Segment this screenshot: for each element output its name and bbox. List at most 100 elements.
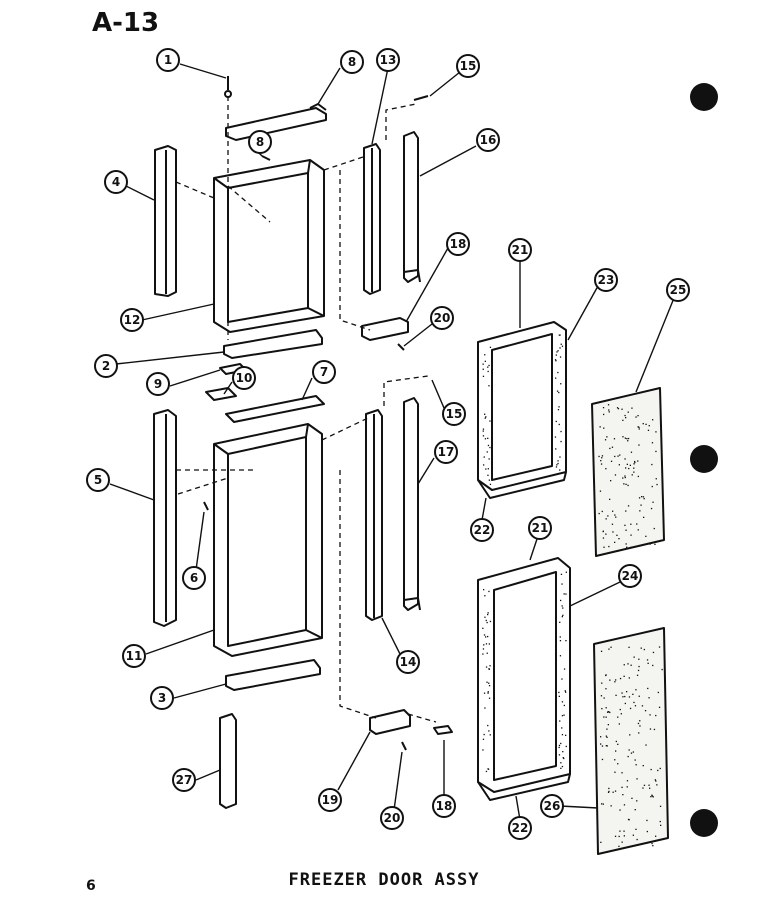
callout-c14: 14 <box>396 650 420 674</box>
callout-c20a: 20 <box>430 306 454 330</box>
callout-number: 19 <box>322 793 339 807</box>
diagram-caption: FREEZER DOOR ASSY <box>288 870 480 890</box>
callout-number: 6 <box>190 571 198 585</box>
callout-c1: 1 <box>156 48 180 72</box>
callout-number: 10 <box>236 371 253 385</box>
part-20-screw <box>397 343 405 351</box>
callout-number: 27 <box>176 773 193 787</box>
callout-number: 1 <box>164 53 172 67</box>
part-4-side-trim <box>154 145 177 297</box>
callout-number: 23 <box>598 273 615 287</box>
binder-hole-bottom <box>690 809 718 837</box>
callout-c18b: 18 <box>432 794 456 818</box>
callout-number: 21 <box>532 521 549 535</box>
binder-hole-middle <box>690 445 718 473</box>
callout-number: 18 <box>436 799 453 813</box>
part-17-side-trim <box>403 397 421 611</box>
callout-number: 7 <box>320 365 328 379</box>
part-8-screw <box>261 155 271 161</box>
callout-number: 12 <box>124 313 141 327</box>
callout-number: 3 <box>158 691 166 705</box>
callout-c18a: 18 <box>446 232 470 256</box>
leader-lines <box>109 63 675 821</box>
part-24-lower-gasket-frame <box>477 557 571 801</box>
part-25-upper-insulation-panel <box>591 387 665 557</box>
callout-c21b: 21 <box>528 516 552 540</box>
callout-c12: 12 <box>120 308 144 332</box>
callout-c16: 16 <box>476 128 500 152</box>
callout-c3: 3 <box>150 686 174 710</box>
callout-c15b: 15 <box>442 402 466 426</box>
callout-c4: 4 <box>104 170 128 194</box>
part-7-bracket <box>225 395 325 423</box>
callout-number: 18 <box>450 237 467 251</box>
callout-c25: 25 <box>666 278 690 302</box>
callout-c15a: 15 <box>456 54 480 78</box>
part-14-side-channel <box>365 409 383 621</box>
callout-c2: 2 <box>94 354 118 378</box>
callout-c13: 13 <box>376 48 400 72</box>
part-20-screw-lower <box>401 741 407 751</box>
callout-number: 9 <box>154 377 162 391</box>
callout-number: 2 <box>102 359 110 373</box>
callout-c26: 26 <box>540 794 564 818</box>
callout-c27: 27 <box>172 768 196 792</box>
part-15-screw <box>413 95 429 101</box>
part-3-bracket <box>225 659 321 691</box>
callout-number: 20 <box>434 311 451 325</box>
part-2-bracket <box>223 329 323 359</box>
part-23-upper-gasket-frame <box>477 321 567 499</box>
insulation-texture <box>482 334 663 847</box>
callout-c8b: 8 <box>248 130 272 154</box>
alignment-lines-lower <box>176 375 437 723</box>
callout-number: 13 <box>380 53 397 67</box>
callout-c21a: 21 <box>508 238 532 262</box>
part-18-hinge <box>361 317 409 341</box>
binder-hole-top <box>690 83 718 111</box>
callout-c9: 9 <box>146 372 170 396</box>
callout-number: 22 <box>474 523 491 537</box>
callout-c10: 10 <box>232 366 256 390</box>
part-10-plate <box>205 387 237 401</box>
callout-number: 8 <box>348 55 356 69</box>
callout-c22b: 22 <box>508 816 532 840</box>
callout-number: 17 <box>438 445 455 459</box>
page-number: 6 <box>86 878 96 894</box>
part-6-screw <box>203 501 209 511</box>
alignment-lines-upper <box>175 96 417 340</box>
callout-c23: 23 <box>594 268 618 292</box>
part-5-side-trim <box>153 409 177 627</box>
callout-number: 24 <box>622 569 639 583</box>
callout-number: 25 <box>670 283 687 297</box>
part-1-screw <box>224 76 232 98</box>
callout-number: 26 <box>544 799 561 813</box>
callout-c7: 7 <box>312 360 336 384</box>
part-8-top-bracket <box>225 103 327 141</box>
callout-number: 11 <box>126 649 143 663</box>
callout-number: 20 <box>384 811 401 825</box>
callout-c24: 24 <box>618 564 642 588</box>
part-13-side-channel <box>363 143 381 295</box>
callout-number: 14 <box>400 655 417 669</box>
callout-c22a: 22 <box>470 518 494 542</box>
callout-number: 16 <box>480 133 497 147</box>
page-title: A-13 <box>92 8 160 38</box>
callout-number: 5 <box>94 473 102 487</box>
part-26-lower-insulation-panel <box>593 627 669 855</box>
part-11-lower-frame <box>213 423 323 657</box>
callout-c17: 17 <box>434 440 458 464</box>
part-19-hinge <box>369 709 411 735</box>
callout-number: 22 <box>512 821 529 835</box>
part-18-clip <box>433 725 453 735</box>
callout-number: 4 <box>112 175 120 189</box>
callout-number: 15 <box>460 59 477 73</box>
callout-c20b: 20 <box>380 806 404 830</box>
callout-number: 8 <box>256 135 264 149</box>
callout-number: 21 <box>512 243 529 257</box>
callout-c5: 5 <box>86 468 110 492</box>
callout-c8a: 8 <box>340 50 364 74</box>
part-12-upper-frame <box>213 159 325 333</box>
